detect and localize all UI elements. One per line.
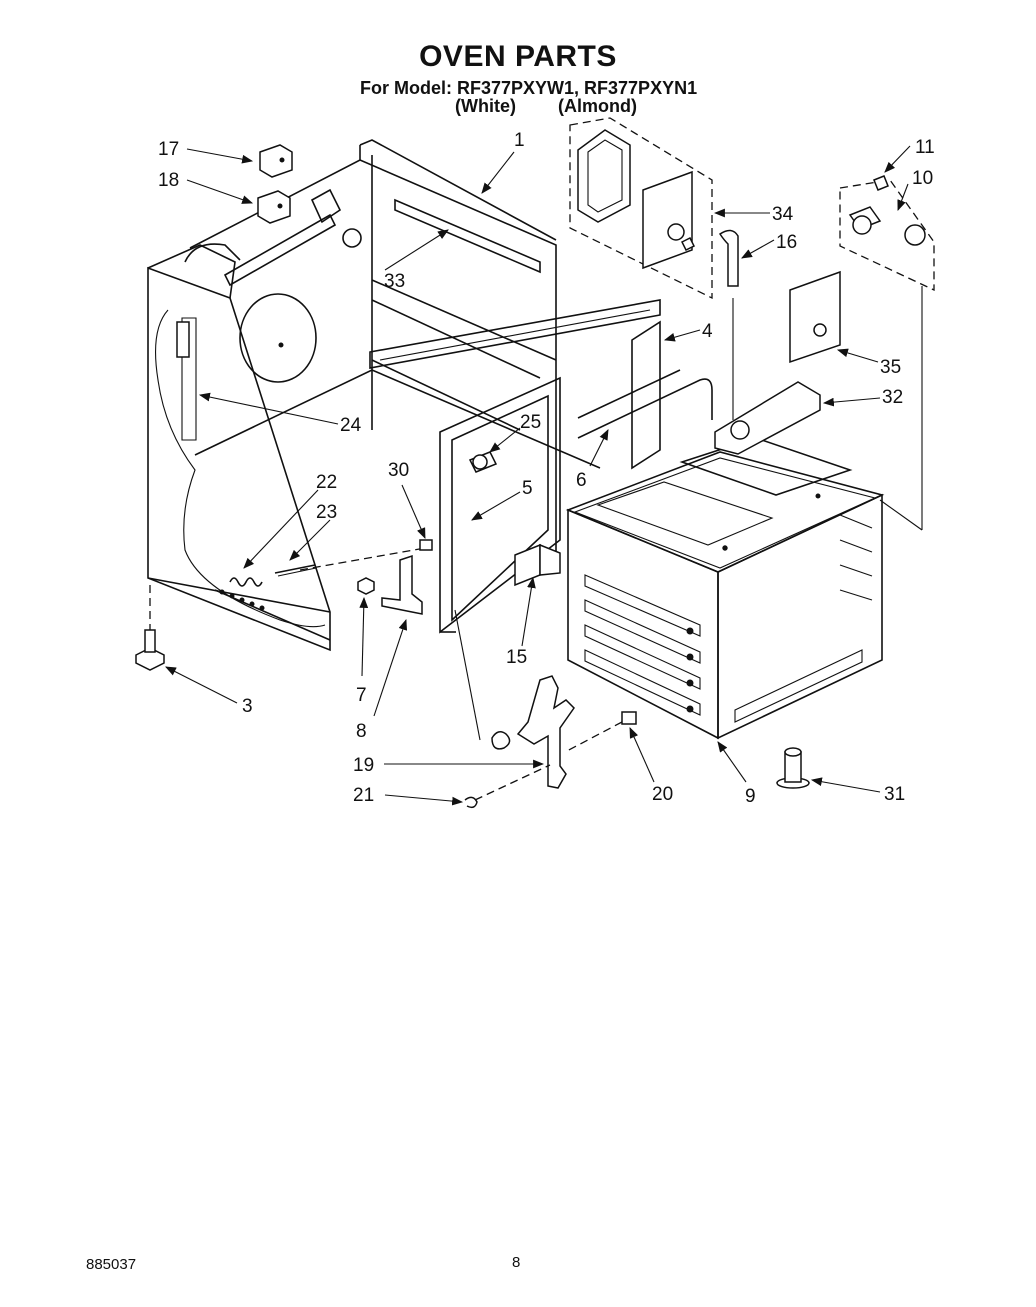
small-parts-drawing: [135, 144, 810, 809]
callout-31: 31: [884, 784, 905, 805]
callout-8: 8: [356, 721, 367, 742]
variant-almond-label: (Almond): [558, 96, 637, 116]
document-number: 885037: [86, 1256, 137, 1273]
callout-labels: 17 18 1 33 34 16 11 10 4 35 32 24 25 6 3…: [158, 130, 935, 807]
callout-20: 20: [652, 784, 673, 805]
page-number: 8: [512, 1254, 521, 1271]
leader-lines: [165, 145, 911, 806]
callout-7: 7: [356, 685, 367, 706]
callout-17: 17: [158, 139, 179, 160]
callout-25: 25: [520, 412, 541, 433]
callout-1: 1: [514, 130, 525, 151]
callout-5: 5: [522, 478, 533, 499]
callout-15: 15: [506, 647, 527, 668]
callout-16: 16: [776, 232, 797, 253]
callout-21: 21: [353, 785, 374, 806]
page-title: OVEN PARTS: [419, 40, 617, 73]
callout-23: 23: [316, 502, 337, 523]
model-line: For Model: RF377PXYW1, RF377PXYN1: [360, 78, 698, 98]
callout-9: 9: [745, 786, 756, 807]
variant-white-label: (White): [455, 96, 516, 116]
callout-32: 32: [882, 387, 903, 408]
callout-4: 4: [702, 321, 713, 342]
callout-22: 22: [316, 472, 337, 493]
callout-18: 18: [158, 170, 179, 191]
callout-33: 33: [384, 271, 405, 292]
callout-30: 30: [388, 460, 409, 481]
callout-11: 11: [915, 137, 935, 158]
oven-liner-drawing: [565, 437, 885, 740]
callout-3: 3: [242, 696, 253, 717]
callout-24: 24: [340, 415, 362, 436]
callout-10: 10: [912, 168, 933, 189]
callout-34: 34: [772, 204, 794, 225]
callout-35: 35: [880, 357, 901, 378]
callout-6: 6: [576, 470, 587, 491]
upper-right-assemblies: [569, 117, 935, 531]
oven-chassis-drawing: [147, 139, 713, 652]
callout-19: 19: [353, 755, 374, 776]
